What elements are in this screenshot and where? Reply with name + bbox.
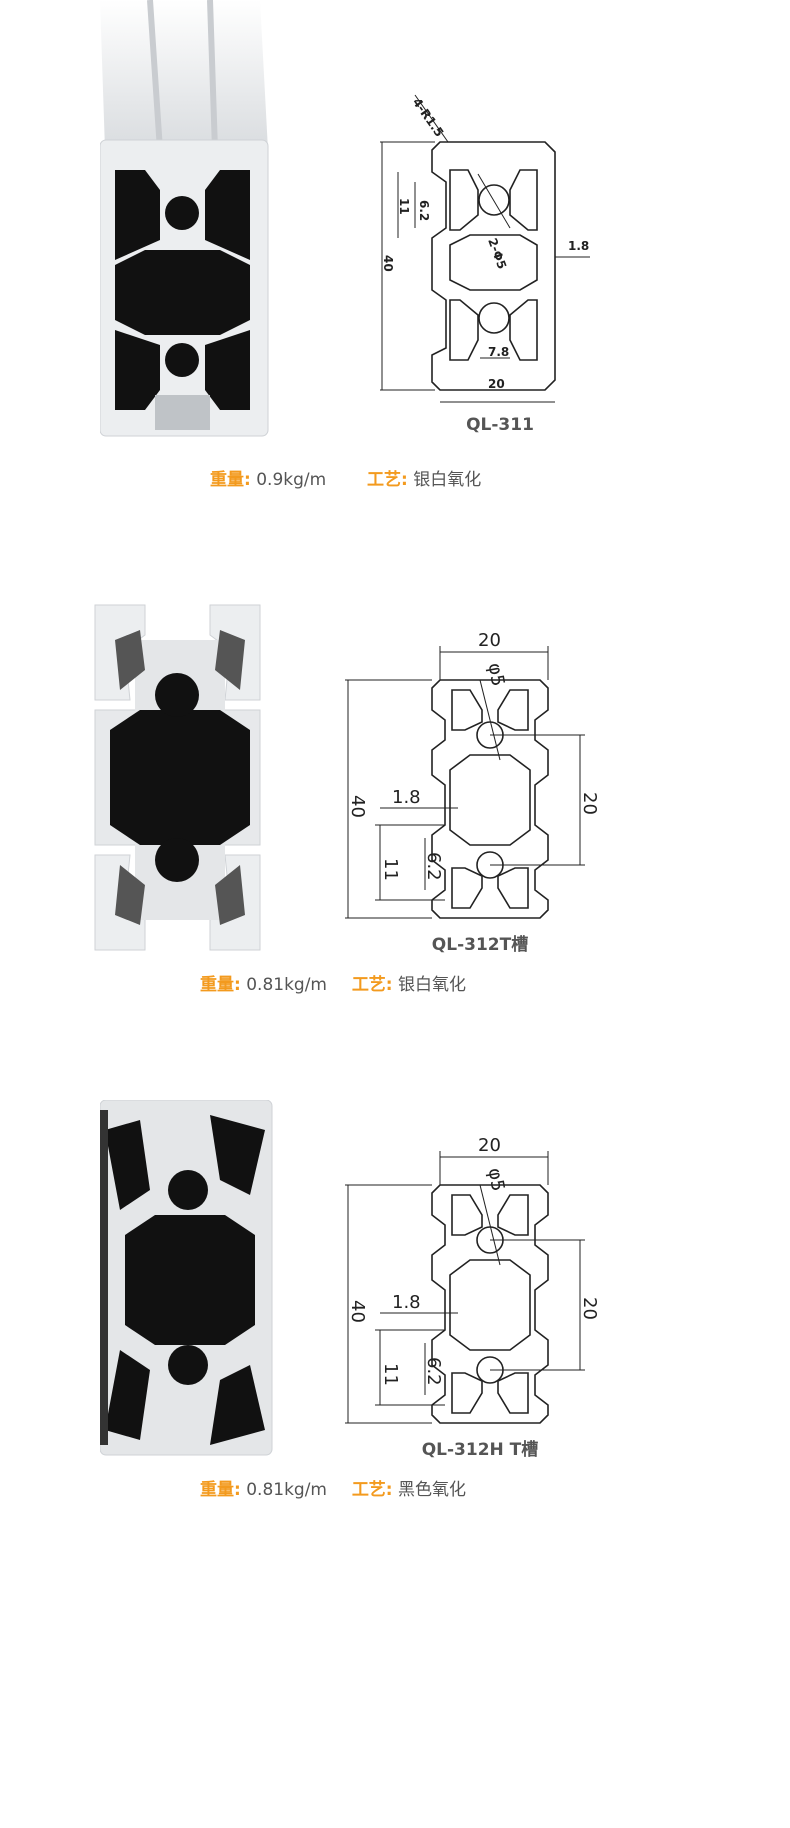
model-name: QL-311 [466,415,534,435]
dim-radius: 4-R1.5 [410,95,447,139]
spec-line: 重量: 0.9kg/m 工艺: 银白氧化 [210,465,481,490]
spec-line: 重量: 0.81kg/m 工艺: 黑色氧化 [200,1475,466,1500]
dim-pitch: 20 [579,792,600,815]
dim-d2: 11 [397,198,411,215]
profile-photo-ql312t [94,604,261,951]
process-value: 黑色氧化 [398,1480,467,1500]
process-label: 工艺: [351,1480,393,1500]
profile-photo-ql311 [100,0,269,437]
dim-slot: 7.8 [488,345,509,359]
weight-label: 重量: [200,975,241,995]
spec-line: 重量: 0.81kg/m 工艺: 银白氧化 [200,970,466,995]
dim-web: 1.8 [392,787,421,808]
profile-photo-ql312h [100,1100,273,1456]
dim-d2: 11 [380,1363,401,1386]
product-section-2: 20 φ5 40 1.8 20 11 6.2 QL-312T槽 重量: 0.81… [0,590,790,1020]
process-label: 工艺: [351,975,393,995]
dim-width: 20 [488,377,505,391]
product-section-1: 4-R1.5 6.2 11 2-Φ5 40 1.8 7.8 20 QL-311 … [0,0,790,560]
technical-drawing-ql312t: 20 φ5 40 1.8 20 11 6.2 [345,630,600,919]
dim-d1: 6.2 [423,852,444,881]
process-value: 银白氧化 [398,975,467,995]
dim-height: 40 [347,795,368,818]
weight-value: 0.9kg/m [256,470,327,490]
dim-pitch: 20 [579,1297,600,1320]
dim-d2: 11 [380,858,401,881]
dim-hole: 2-Φ5 [485,236,509,271]
dim-hole: φ5 [484,661,509,688]
weight-value: 0.81kg/m [246,1480,327,1500]
dim-height: 40 [381,255,395,272]
weight-label: 重量: [200,1480,241,1500]
weight-value: 0.81kg/m [246,975,327,995]
model-name: QL-312H T槽 [421,1440,539,1460]
product-section-3: 20 φ5 40 1.8 20 11 6.2 QL-312H T槽 重量: 0.… [0,1090,790,1520]
dim-d1: 6.2 [417,200,431,221]
technical-drawing-ql312h: 20 φ5 40 1.8 20 11 6.2 [345,1135,600,1424]
process-label: 工艺: [367,470,408,490]
process-value: 银白氧化 [413,470,482,490]
dim-width: 20 [478,1135,501,1156]
model-name: QL-312T槽 [431,935,529,955]
weight-label: 重量: [210,470,251,490]
dim-web: 1.8 [568,239,589,253]
technical-drawing-ql311: 4-R1.5 6.2 11 2-Φ5 40 1.8 7.8 20 [380,94,590,403]
dim-hole: φ5 [484,1166,509,1193]
dim-d1: 6.2 [423,1357,444,1386]
dim-height: 40 [347,1300,368,1323]
dim-width: 20 [478,630,501,651]
dim-web: 1.8 [392,1292,421,1313]
